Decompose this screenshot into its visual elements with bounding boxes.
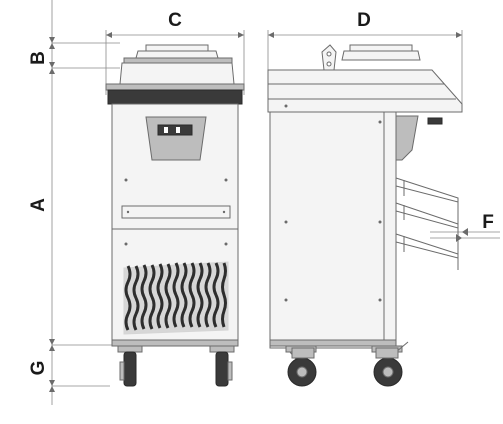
dimension-label-f: F [482, 212, 494, 233]
side-nozzle [427, 117, 443, 125]
front-top-bowl [135, 50, 219, 59]
front-control-panel [157, 124, 193, 136]
dimension-label-d: D [357, 10, 371, 31]
front-base [111, 339, 239, 347]
side-top-housing [267, 69, 463, 113]
side-back-panel [383, 111, 397, 349]
front-dispenser [145, 116, 207, 161]
front-top-ring [123, 57, 233, 64]
side-caster-right [371, 341, 409, 387]
front-control-button [164, 127, 168, 133]
side-latch [321, 44, 337, 71]
dimension-label-a: A [28, 198, 49, 212]
front-top-plate [105, 83, 245, 91]
front-top-housing [119, 62, 235, 85]
dimension-label-g: G [28, 361, 49, 376]
front-tray [121, 205, 231, 219]
front-top-cap [145, 44, 209, 52]
dimension-label-c: C [168, 10, 182, 31]
side-cone-shelves [395, 177, 459, 270]
front-top-band [107, 89, 243, 105]
side-view [267, 44, 463, 387]
dimension-label-b: B [28, 51, 49, 65]
side-top-cap [349, 44, 413, 52]
side-top-bowl [341, 50, 421, 61]
front-view [105, 44, 245, 387]
side-dispenser [395, 115, 419, 161]
side-caster-left [285, 345, 317, 387]
side-cabinet [269, 111, 385, 349]
front-caster-left [117, 345, 143, 387]
side-base [269, 339, 397, 347]
dimension-lines [49, 0, 500, 405]
front-control-button [176, 127, 180, 133]
front-vent-grille [123, 261, 229, 335]
front-caster-right [209, 345, 235, 387]
